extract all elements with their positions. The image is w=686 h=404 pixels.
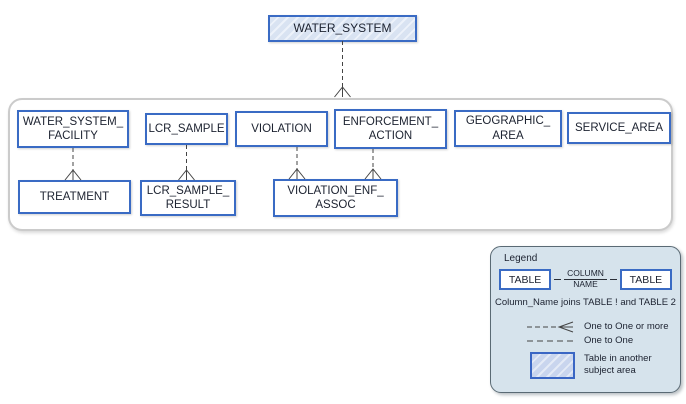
legend-caption: Column_Name joins TABLE ! and TABLE 2: [495, 297, 676, 308]
table-violation-enf-assoc[interactable]: VIOLATION_ENF_ ASSOC: [273, 179, 398, 217]
legend-join-column: COLUMN: [564, 268, 607, 280]
legend-join-sample: TABLE COLUMN NAME TABLE: [491, 268, 680, 290]
legend-item-other-subject-area: Table in another subject area: [530, 352, 652, 379]
legend-table-left: TABLE: [499, 269, 552, 290]
table-enforcement-action[interactable]: ENFORCEMENT_ ACTION: [334, 109, 447, 149]
table-treatment[interactable]: TREATMENT: [18, 180, 131, 214]
legend-item-label: Table in another subject area: [584, 353, 652, 376]
table-water-system-facility[interactable]: WATER_SYSTEM_ FACILITY: [17, 110, 129, 148]
legend-join-dash-left: [554, 279, 562, 280]
legend-join-dash-right: [609, 279, 617, 280]
hatched-table-swatch-icon: [530, 352, 575, 379]
legend-item-label: One to One or more: [584, 321, 669, 333]
connector-water-system-subject-area: [334, 41, 351, 98]
legend-title: Legend: [504, 253, 538, 264]
legend-item-one-to-one-or-more: One to One or more: [527, 321, 668, 333]
table-lcr-sample[interactable]: LCR_SAMPLE: [145, 113, 228, 145]
table-service-area[interactable]: SERVICE_AREA: [567, 112, 671, 144]
legend-join-name: NAME: [573, 279, 598, 289]
crow-foot-dashed-line-icon: [527, 321, 574, 333]
legend-panel: Legend TABLE COLUMN NAME TABLE Column_Na…: [490, 246, 681, 393]
table-geographic-area[interactable]: GEOGRAPHIC_ AREA: [454, 110, 562, 147]
legend-join-column-name: COLUMN NAME: [564, 268, 607, 290]
table-water-system[interactable]: WATER_SYSTEM: [268, 15, 417, 42]
dashed-line-icon: [527, 340, 575, 342]
table-lcr-sample-result[interactable]: LCR_SAMPLE_ RESULT: [140, 180, 236, 216]
legend-table-right: TABLE: [619, 269, 672, 290]
legend-item-one-to-one: One to One: [527, 335, 633, 347]
table-violation[interactable]: VIOLATION: [235, 111, 328, 147]
legend-item-label: One to One: [584, 335, 634, 347]
